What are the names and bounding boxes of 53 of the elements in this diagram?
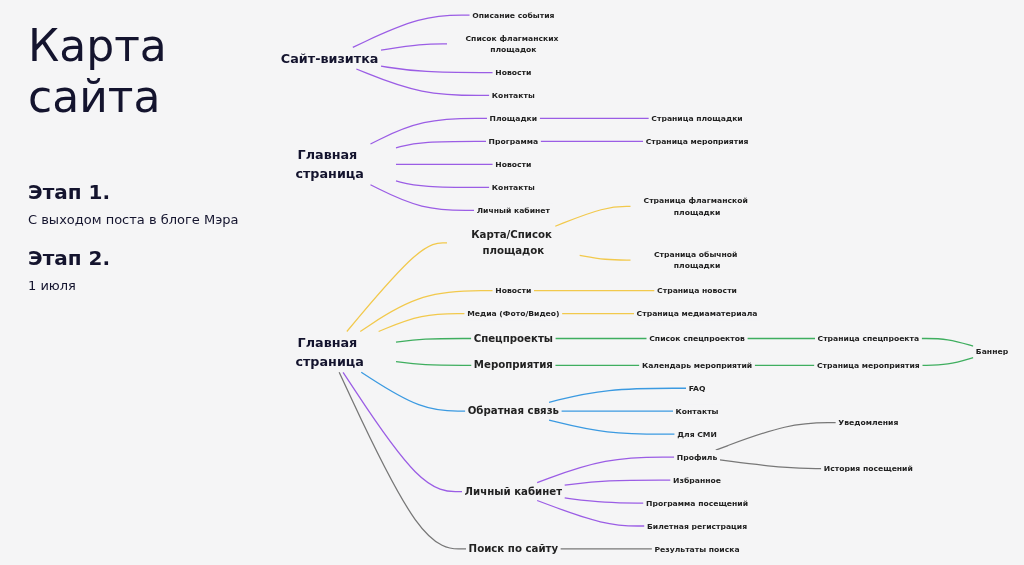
node-text: Поиск по сайту — [468, 542, 559, 555]
connector — [380, 42, 448, 51]
connector — [395, 163, 494, 165]
connector — [548, 387, 687, 403]
connector — [579, 254, 632, 261]
connector — [360, 371, 466, 412]
node-text: Обратная связь — [467, 404, 560, 417]
connector — [746, 337, 816, 339]
connector — [395, 140, 487, 148]
connector — [395, 337, 472, 343]
connector — [346, 241, 448, 332]
stage-heading: Этап 1. — [28, 180, 111, 204]
connector — [536, 499, 646, 527]
connector — [715, 421, 837, 451]
connector — [352, 13, 471, 48]
connector — [536, 456, 675, 483]
node-text: Сайт-визитка — [280, 50, 379, 66]
connector — [395, 179, 490, 188]
stage-note: С выходом поста в блоге Мэра — [28, 212, 239, 227]
connector — [342, 371, 463, 492]
connector — [921, 356, 974, 366]
page-title: Карта сайта — [28, 20, 168, 122]
connector — [561, 312, 635, 314]
node-text: Главная страница — [295, 146, 364, 182]
node-text: Мероприятия — [473, 358, 553, 371]
node-text: Спецпроекты — [473, 331, 554, 344]
connector — [719, 458, 822, 469]
connector — [378, 312, 466, 332]
node-text: Карта/Список площадок — [471, 228, 552, 256]
connector — [554, 364, 640, 366]
connector — [395, 360, 472, 366]
connector — [533, 289, 656, 291]
connector — [564, 496, 645, 504]
node-text: Главная страница — [295, 334, 364, 369]
connector — [539, 117, 650, 119]
connector — [540, 140, 644, 142]
stage-note: 1 июля — [28, 278, 76, 293]
connector — [560, 410, 674, 412]
connector — [564, 478, 672, 486]
connector — [754, 364, 816, 366]
connector — [359, 289, 494, 332]
connector — [338, 371, 467, 550]
connector — [921, 337, 974, 347]
stage-heading: Этап 2. — [28, 246, 111, 270]
connector — [369, 117, 488, 145]
connector — [554, 205, 632, 227]
connector — [355, 67, 490, 96]
connector — [548, 419, 676, 435]
connector — [380, 65, 494, 73]
connector — [369, 183, 475, 211]
connector — [560, 547, 653, 550]
connector — [554, 337, 648, 339]
node-text: Личный кабинет — [464, 484, 563, 497]
